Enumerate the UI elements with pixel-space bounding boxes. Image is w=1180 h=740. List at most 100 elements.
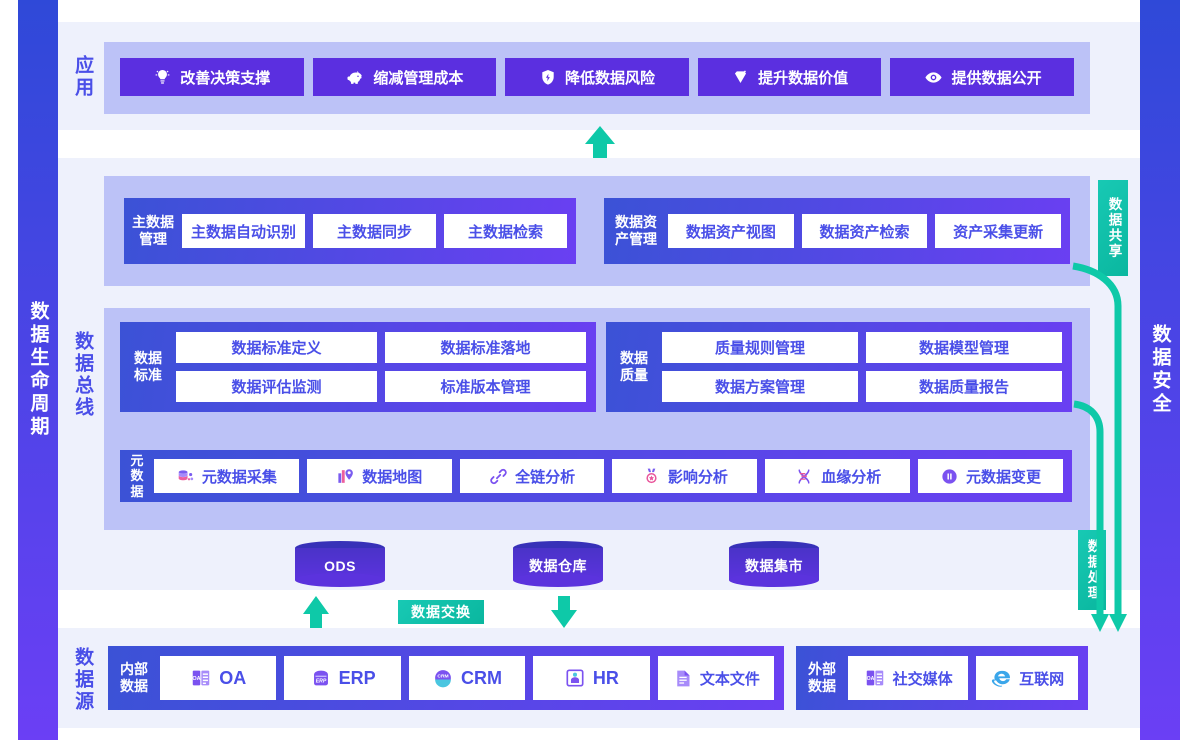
green-tag-data-processing-label: 数据处理 xyxy=(1085,539,1101,601)
social-media-icon: OA xyxy=(864,667,886,689)
green-tag-data-sharing-label: 数据共享 xyxy=(1106,197,1122,259)
data-asset-item-1-label: 数据资产检索 xyxy=(819,223,910,241)
row-label-application-text: 应用 xyxy=(72,55,94,99)
store-ods[interactable]: ODS xyxy=(295,541,385,587)
cylinder-bottom xyxy=(295,573,385,587)
app-item-0[interactable]: 改善决策支撑 xyxy=(120,58,304,96)
data-quality-card: 数据 质量 质量规则管理 数据模型管理 数据方案管理 数据质量报告 xyxy=(606,322,1072,412)
data-asset-item-0[interactable]: 数据资产视图 xyxy=(668,214,794,248)
data-standard-item-3-label: 标准版本管理 xyxy=(440,379,531,396)
data-quality-item-3[interactable]: 数据质量报告 xyxy=(866,371,1062,402)
metadata-item-3-label: 影响分析 xyxy=(667,468,728,486)
data-standard-item-3[interactable]: 标准版本管理 xyxy=(385,371,586,402)
data-quality-title: 数据 质量 xyxy=(620,350,648,383)
data-quality-item-2[interactable]: 数据方案管理 xyxy=(662,371,858,402)
data-standard-title: 数据 标准 xyxy=(134,350,162,383)
svg-text:CRM: CRM xyxy=(437,673,448,679)
data-quality-grid: 质量规则管理 数据模型管理 数据方案管理 数据质量报告 xyxy=(662,322,1072,412)
data-quality-item-1-label: 数据模型管理 xyxy=(918,340,1009,357)
app-item-4[interactable]: 提供数据公开 xyxy=(890,58,1074,96)
arrow-down-to-source xyxy=(551,596,577,628)
oa-doc-icon: OA xyxy=(190,667,212,689)
app-item-2[interactable]: 降低数据风险 xyxy=(505,58,689,96)
external-source-item-1-label: 互联网 xyxy=(1019,670,1065,688)
metadata-item-1-label: 数据地图 xyxy=(362,468,423,486)
metadata-title: 元 数 据 xyxy=(130,452,144,499)
data-standard-item-0[interactable]: 数据标准定义 xyxy=(176,332,377,363)
erp-box-icon: ERP xyxy=(310,667,332,689)
internet-e-icon xyxy=(990,667,1012,689)
row-label-bus: 数据总线 xyxy=(62,318,102,432)
metadata-item-3[interactable]: 影响分析 xyxy=(612,459,758,493)
store-warehouse-label: 数据仓库 xyxy=(529,557,587,574)
internal-source-item-0[interactable]: OA OA xyxy=(160,656,277,700)
internal-source-item-4[interactable]: 文本文件 xyxy=(657,656,775,700)
app-item-1[interactable]: 缩减管理成本 xyxy=(312,58,497,96)
app-item-3[interactable]: 提升数据价值 xyxy=(697,58,882,96)
master-data-item-0[interactable]: 主数据自动识别 xyxy=(182,214,305,248)
database-stack-icon xyxy=(176,467,195,486)
eye-icon xyxy=(923,68,944,87)
app-item-1-label: 缩减管理成本 xyxy=(373,69,464,87)
metadata-item-4-label: 血缘分析 xyxy=(821,468,882,486)
master-data-item-1-label: 主数据同步 xyxy=(336,223,412,241)
cylinder-bottom xyxy=(729,573,819,587)
rail-right-label: 数据安全 xyxy=(1149,324,1171,416)
diamond-icon xyxy=(731,68,750,87)
data-standard-item-2[interactable]: 数据评估监测 xyxy=(176,371,377,402)
svg-text:OA: OA xyxy=(866,676,874,682)
medal-icon xyxy=(642,467,661,486)
store-warehouse[interactable]: 数据仓库 xyxy=(513,541,603,587)
internal-source-item-0-label: OA xyxy=(219,667,247,688)
master-data-title: 主数据 管理 xyxy=(132,214,174,247)
arrow-up-to-ods xyxy=(303,596,329,628)
master-data-item-0-label: 主数据自动识别 xyxy=(190,223,296,241)
exchange-tag: 数据交换 xyxy=(398,600,484,624)
internal-source-item-2-label: CRM xyxy=(461,667,503,688)
external-source-item-0[interactable]: OA 社交媒体 xyxy=(848,656,969,700)
internal-source-item-3-label: HR xyxy=(592,667,619,688)
data-asset-item-2[interactable]: 资产采集更新 xyxy=(935,214,1062,248)
data-quality-item-0-label: 质量规则管理 xyxy=(714,340,805,357)
row-label-application: 应用 xyxy=(62,46,102,108)
arrow-up-to-application xyxy=(585,126,615,158)
internal-source-item-1-label: ERP xyxy=(338,667,376,688)
metadata-item-2-label: 全链分析 xyxy=(515,468,576,486)
exchange-tag-label: 数据交换 xyxy=(411,604,471,620)
row-label-source: 数据源 xyxy=(62,636,102,724)
cylinder-bottom xyxy=(513,573,603,587)
data-standard-item-0-label: 数据标准定义 xyxy=(231,340,322,357)
internal-source-title: 内部 数据 xyxy=(120,661,148,694)
internal-source-item-2[interactable]: CRM CRM xyxy=(408,656,526,700)
metadata-item-4[interactable]: 血缘分析 xyxy=(765,459,911,493)
metadata-item-5[interactable]: 元数据变更 xyxy=(918,459,1063,493)
crm-circle-icon: CRM xyxy=(432,667,454,689)
data-standard-card: 数据 标准 数据标准定义 数据标准落地 数据评估监测 标准版本管理 xyxy=(120,322,596,412)
external-source-title: 外部 数据 xyxy=(808,661,836,694)
metadata-item-2[interactable]: 全链分析 xyxy=(459,459,605,493)
external-source-item-1[interactable]: 互联网 xyxy=(976,656,1078,700)
internal-source-item-4-label: 文本文件 xyxy=(699,670,760,688)
link-chain-icon xyxy=(489,467,508,486)
internal-source-item-1[interactable]: ERP ERP xyxy=(284,656,401,700)
master-data-item-2-label: 主数据检索 xyxy=(467,223,543,241)
store-mart[interactable]: 数据集市 xyxy=(729,541,819,587)
data-standard-item-2-label: 数据评估监测 xyxy=(231,379,322,396)
data-standard-item-1-label: 数据标准落地 xyxy=(440,340,531,357)
master-data-item-2[interactable]: 主数据检索 xyxy=(444,214,567,248)
master-data-item-1[interactable]: 主数据同步 xyxy=(313,214,436,248)
row-label-bus-text: 数据总线 xyxy=(72,331,94,419)
data-asset-item-1[interactable]: 数据资产检索 xyxy=(801,214,928,248)
external-source-card: 外部 数据 OA 社交媒体 互联网 xyxy=(796,646,1088,710)
metadata-item-1[interactable]: 数据地图 xyxy=(306,459,452,493)
data-quality-item-0[interactable]: 质量规则管理 xyxy=(662,332,858,363)
data-quality-item-2-label: 数据方案管理 xyxy=(714,379,805,396)
data-standard-item-1[interactable]: 数据标准落地 xyxy=(385,332,586,363)
svg-text:OA: OA xyxy=(193,676,201,682)
hr-person-icon xyxy=(564,667,586,689)
internal-source-item-3[interactable]: HR xyxy=(533,656,650,700)
rail-data-lifecycle: 数据生命周期 xyxy=(18,0,58,740)
data-quality-item-1[interactable]: 数据模型管理 xyxy=(866,332,1062,363)
metadata-item-0[interactable]: 元数据采集 xyxy=(154,459,299,493)
